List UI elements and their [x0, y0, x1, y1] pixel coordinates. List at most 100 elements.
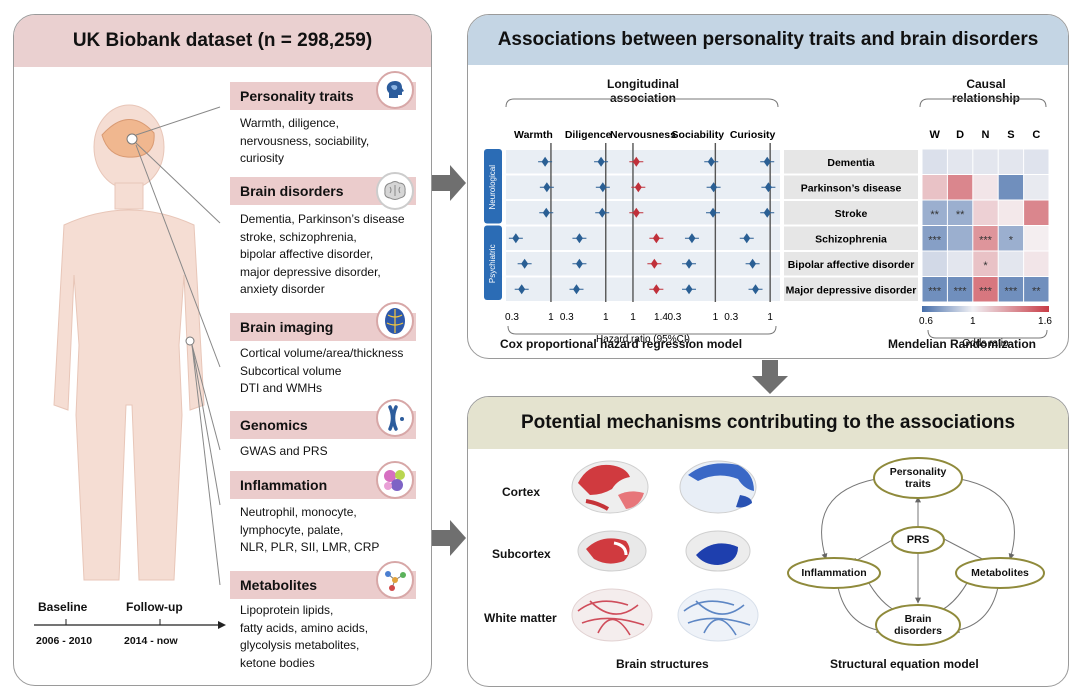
timeline-followup-label: Follow-up	[126, 600, 183, 614]
hr-tick-label: 1	[767, 312, 773, 323]
timeline-baseline-label: Baseline	[38, 600, 88, 614]
hr-diamond	[575, 258, 583, 269]
sem-diagram	[787, 457, 1045, 646]
significance-stars: **	[956, 209, 965, 221]
disorder-label-bg	[784, 201, 918, 225]
heatmap-cell	[922, 226, 947, 251]
hr-diamond	[764, 182, 772, 193]
hr-diamond	[518, 284, 526, 295]
heatmap-cell	[1024, 277, 1049, 302]
heatmap-cell	[922, 149, 947, 174]
sem-node-brain-disorders	[875, 604, 961, 646]
head-profile-icon	[376, 71, 414, 109]
hr-diamond	[543, 182, 551, 193]
trait-label: Curiosity	[730, 129, 776, 141]
sem-label-inflammation: Inflammation	[801, 567, 867, 579]
significance-stars: ***	[928, 285, 942, 297]
mr-caption: Mendelian Randomization	[888, 337, 1037, 351]
disorder-label: Dementia	[827, 157, 874, 169]
mechanisms-title: Potential mechanisms contributing to the…	[468, 397, 1068, 449]
heatmap-cell	[973, 251, 998, 276]
sem-label-brain-disorders: Brain disorders	[894, 613, 942, 637]
sem-node-inflammation	[787, 557, 881, 589]
disorder-label: Schizophrenia	[815, 233, 887, 245]
hr-diamond	[541, 156, 549, 167]
heatmap-cell	[998, 226, 1024, 251]
hr-tick-label: 0.3	[505, 312, 519, 323]
hr-diamond	[634, 182, 642, 193]
hr-diamond	[707, 156, 715, 167]
hr-diamond	[575, 233, 583, 244]
heatmap-cell	[947, 175, 973, 200]
human-body-silhouette	[53, 104, 221, 586]
heatmap-cell	[998, 149, 1024, 174]
heatmap-cell	[998, 175, 1024, 200]
significance-stars: ***	[979, 285, 993, 297]
hr-tick-label: 0.3	[560, 312, 574, 323]
timeline-arrow	[34, 619, 226, 629]
heatmap-cell	[998, 277, 1024, 302]
arrow-right-top-icon	[432, 165, 466, 201]
odds-ratio-tick: 1.6	[1038, 316, 1052, 327]
heatmap-cell	[973, 277, 998, 302]
row-label-subcortex: Subcortex	[492, 547, 551, 561]
group-label-neurological: Neurological	[488, 165, 497, 210]
hr-tick-label: 0.3	[667, 312, 681, 323]
hr-tick-label: 1	[603, 312, 609, 323]
heatmap-cell	[922, 277, 947, 302]
heatmap-cell	[1024, 226, 1049, 251]
subcortex-blue-structure	[685, 530, 751, 572]
significance-stars: ***	[1004, 285, 1018, 297]
hr-diamond	[652, 233, 660, 244]
chromosome-icon	[376, 399, 414, 437]
disorder-label-bg	[784, 277, 918, 301]
forest-row-bg	[506, 252, 780, 276]
mr-column-label: W	[930, 129, 941, 141]
hr-diamond	[598, 207, 606, 218]
hr-diamond	[573, 284, 580, 295]
hr-axis-label: Hazard ratio (95%CI)	[596, 334, 690, 345]
disorder-label-bg	[784, 252, 918, 276]
hr-diamond	[749, 258, 757, 269]
hr-diamond	[521, 258, 529, 269]
group-label-psychiatric: Psychiatric	[488, 244, 497, 283]
significance-stars: *	[983, 260, 988, 272]
disorder-label-bg	[784, 150, 918, 174]
significance-stars: ***	[928, 234, 942, 246]
inflammation-list: Neutrophil, monocyte, lymphocyte, palate…	[240, 505, 380, 554]
metabolites-list: Lipoprotein lipids, fatty acids, amino a…	[240, 603, 369, 670]
cortex-red-brain	[571, 460, 649, 514]
hr-diamond	[597, 156, 605, 167]
timeline-baseline-years: 2006 - 2010	[36, 635, 93, 647]
heatmap-cell	[998, 200, 1024, 225]
odds-ratio-label: Odds ratio	[962, 338, 1009, 349]
heatmap-cell	[922, 251, 947, 276]
brain-structures-caption: Brain structures	[616, 657, 709, 671]
trait-label: Sociability	[672, 129, 725, 141]
sem-label-personality: Personality traits	[889, 466, 947, 490]
trait-label: Warmth	[514, 129, 553, 141]
white-matter-red-tracts	[571, 588, 653, 642]
hr-bracket	[507, 325, 777, 335]
heatmap-cell	[973, 175, 998, 200]
row-label-cortex: Cortex	[502, 485, 541, 499]
forest-row-bg	[506, 226, 780, 250]
hr-tick-label: 1	[630, 312, 636, 323]
disorder-label: Major depressive disorder	[786, 284, 917, 296]
significance-stars: ***	[979, 234, 993, 246]
odds-ratio-colorbar	[922, 306, 1049, 312]
heatmap-cell	[947, 149, 973, 174]
hr-diamond	[685, 284, 693, 295]
disorder-label: Parkinson’s disease	[801, 182, 902, 194]
dataset-panel: UK Biobank dataset (n = 298,259) Persona…	[13, 14, 432, 686]
heatmap-cell	[947, 226, 973, 251]
brain-imaging-list: Cortical volume/area/thickness Subcortic…	[240, 346, 404, 395]
hr-diamond	[763, 207, 771, 218]
hr-diamond	[763, 156, 771, 167]
heatmap-cell	[973, 200, 998, 225]
disorder-label-bg	[784, 175, 918, 199]
hr-diamond	[743, 233, 751, 244]
causal-header: Causal relationship	[951, 77, 1020, 105]
brain-icon	[376, 172, 414, 210]
